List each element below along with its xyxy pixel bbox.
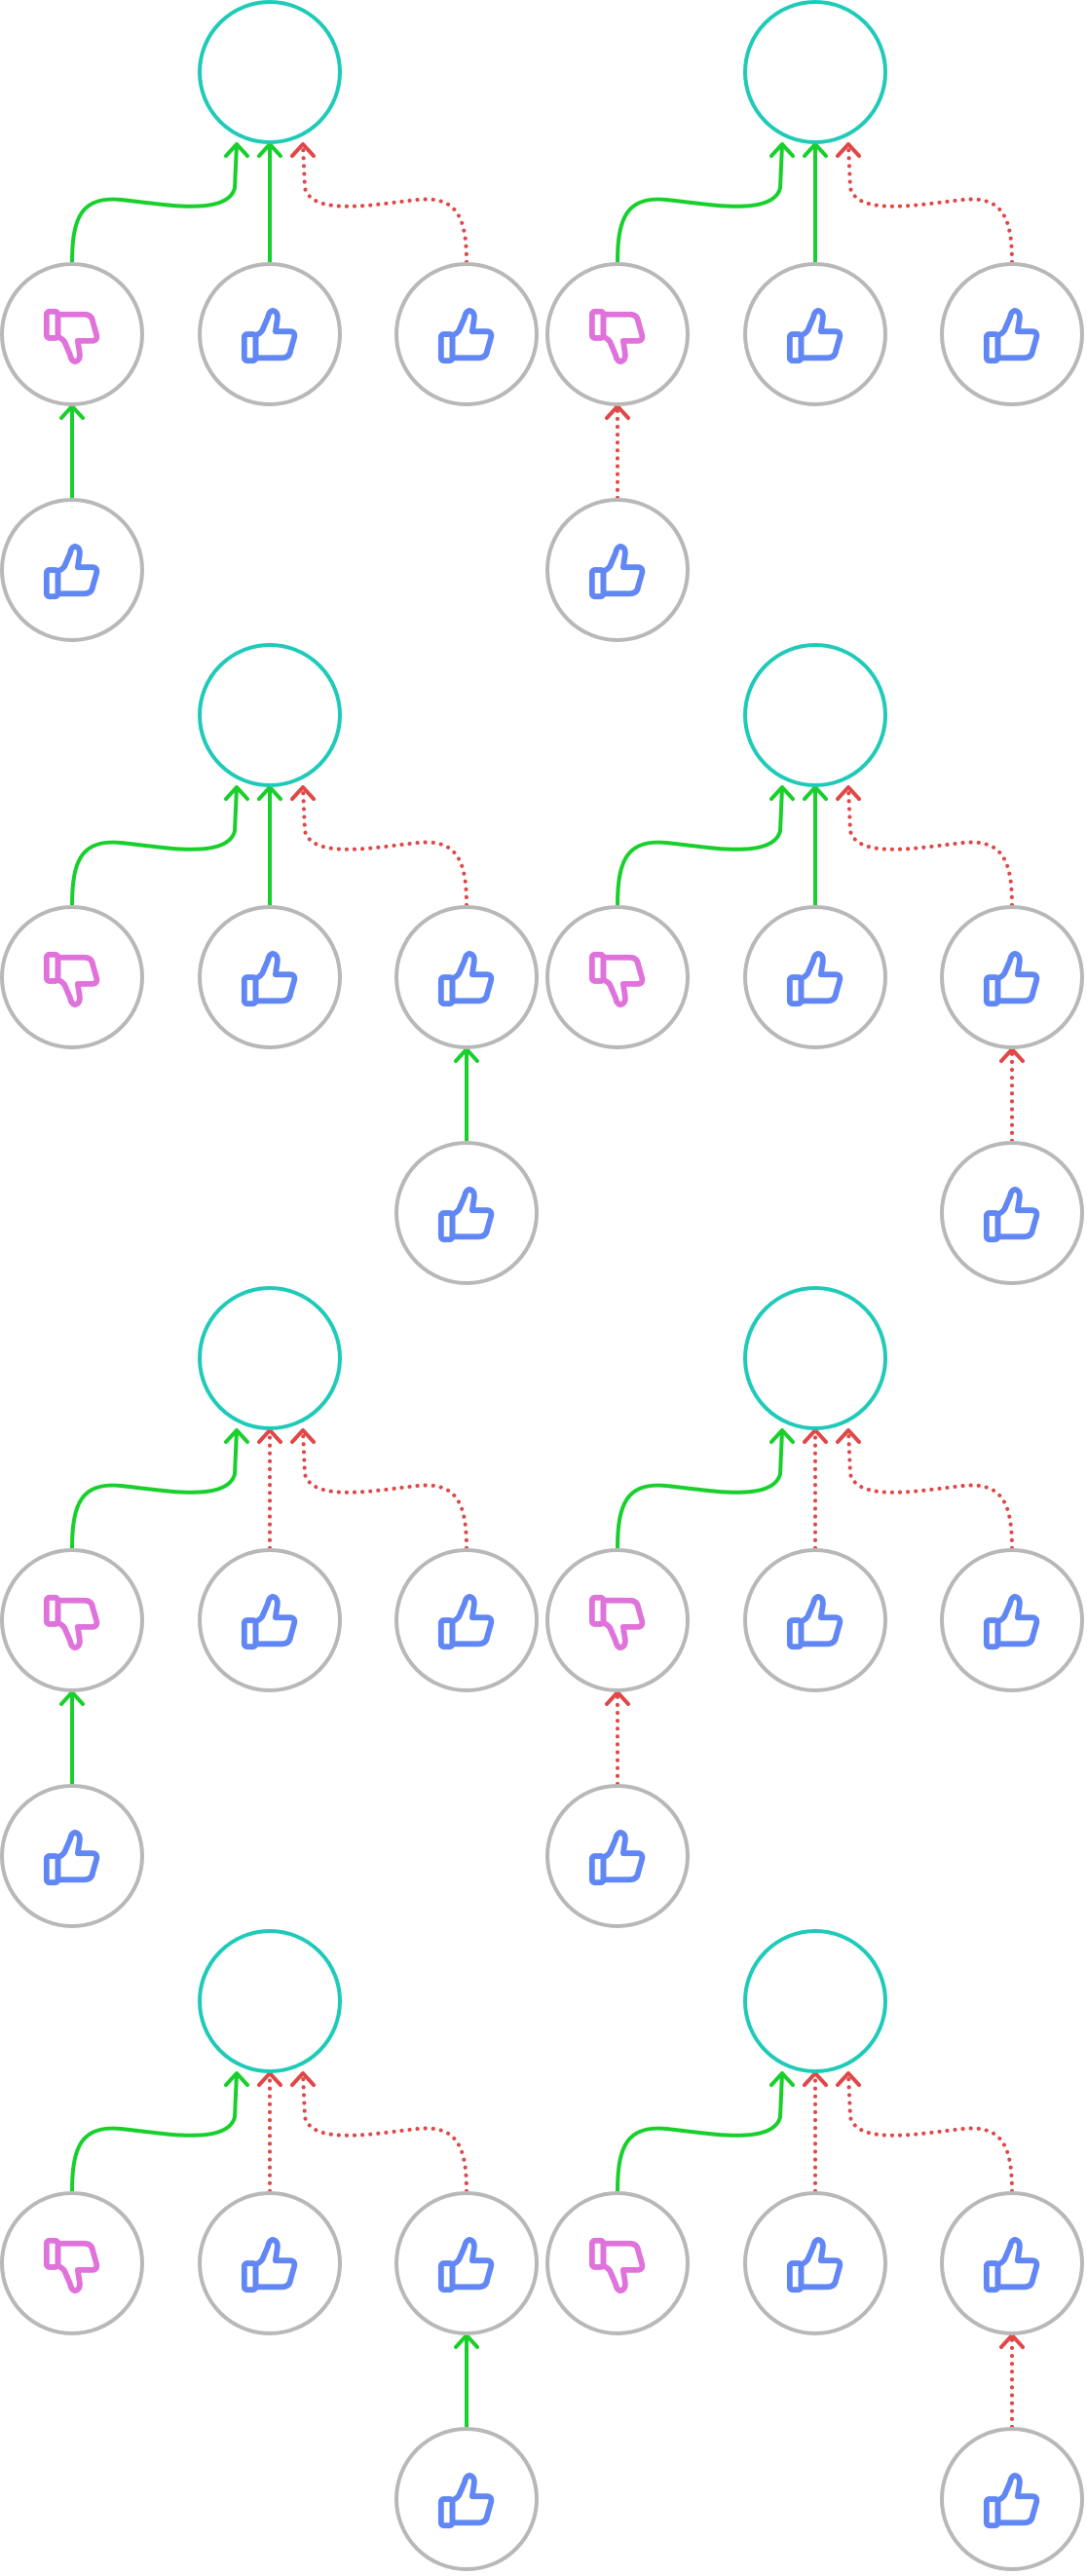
edge-left-to-root-arrowhead [224, 142, 249, 158]
edge-right-to-root-arrowhead [836, 785, 861, 801]
edge-right-to-root [301, 142, 469, 264]
child-node [545, 498, 690, 642]
root-node [198, 1286, 342, 1430]
root-node [743, 0, 887, 144]
child-node [0, 1784, 144, 1928]
right-node [940, 2191, 1084, 2335]
left-node [0, 2191, 144, 2335]
edge-right-to-root-arrowhead [290, 142, 316, 158]
edge-right-to-root [846, 785, 1014, 907]
child-node [940, 1141, 1084, 1285]
root-node [743, 1286, 887, 1430]
left-node [545, 262, 690, 406]
child-node [940, 2427, 1084, 2571]
middle-node [198, 262, 342, 406]
edge-right-to-root [846, 2071, 1014, 2193]
diagram-panel [0, 643, 539, 1285]
edge-right-to-root-arrowhead [290, 1428, 316, 1444]
right-node [940, 262, 1084, 406]
left-node [545, 2191, 690, 2335]
child-node [0, 498, 144, 642]
root-node [198, 0, 342, 144]
middle-node [198, 1548, 342, 1692]
root-node [198, 643, 342, 787]
diagram-panel [0, 0, 539, 642]
right-node [394, 1548, 539, 1692]
edge-left-to-root [70, 2072, 239, 2192]
edge-left-to-root [70, 143, 239, 263]
diagram-panel [545, 0, 1084, 642]
edge-left-to-root [616, 786, 784, 906]
edge-left-to-root-arrowhead [769, 1428, 795, 1444]
edge-left-to-root-arrowhead [224, 785, 249, 801]
diagram-panel [0, 1286, 539, 1928]
edge-right-to-root [301, 785, 469, 907]
diagram-panel [545, 643, 1084, 1285]
edge-left-to-root-arrowhead [224, 1428, 249, 1444]
middle-node [198, 2191, 342, 2335]
edge-left-to-root [616, 143, 784, 263]
edge-left-to-root [70, 1429, 239, 1549]
diagram-panel [545, 1929, 1084, 2571]
left-node [0, 1548, 144, 1692]
left-node [545, 1548, 690, 1692]
right-node [394, 2191, 539, 2335]
edge-right-to-root-arrowhead [836, 1428, 861, 1444]
edge-left-to-root-arrowhead [769, 2071, 795, 2087]
left-node [0, 905, 144, 1049]
child-node [545, 1784, 690, 1928]
middle-node [743, 905, 887, 1049]
middle-node [743, 2191, 887, 2335]
root-node [743, 1929, 887, 2073]
edge-left-to-root [616, 1429, 784, 1549]
right-node [940, 1548, 1084, 1692]
edge-left-to-root [70, 786, 239, 906]
edge-right-to-root-arrowhead [836, 2071, 861, 2087]
left-node [545, 905, 690, 1049]
edge-right-to-root-arrowhead [290, 785, 316, 801]
edge-left-to-root-arrowhead [224, 2071, 249, 2087]
edge-left-to-root [616, 2072, 784, 2192]
right-node [940, 905, 1084, 1049]
edge-right-to-root-arrowhead [836, 142, 861, 158]
child-node [394, 2427, 539, 2571]
diagram-panel [545, 1286, 1084, 1928]
edge-right-to-root [301, 2071, 469, 2193]
middle-node [198, 905, 342, 1049]
edge-left-to-root-arrowhead [769, 142, 795, 158]
middle-node [743, 1548, 887, 1692]
child-node [394, 1141, 539, 1285]
edge-left-to-root-arrowhead [769, 785, 795, 801]
left-node [0, 262, 144, 406]
middle-node [743, 262, 887, 406]
right-node [394, 905, 539, 1049]
edge-right-to-root [846, 142, 1014, 264]
right-node [394, 262, 539, 406]
diagram-panel [0, 1929, 539, 2571]
root-node [198, 1929, 342, 2073]
root-node [743, 643, 887, 787]
edge-right-to-root [846, 1428, 1014, 1550]
edge-right-to-root-arrowhead [290, 2071, 316, 2087]
edge-right-to-root [301, 1428, 469, 1550]
